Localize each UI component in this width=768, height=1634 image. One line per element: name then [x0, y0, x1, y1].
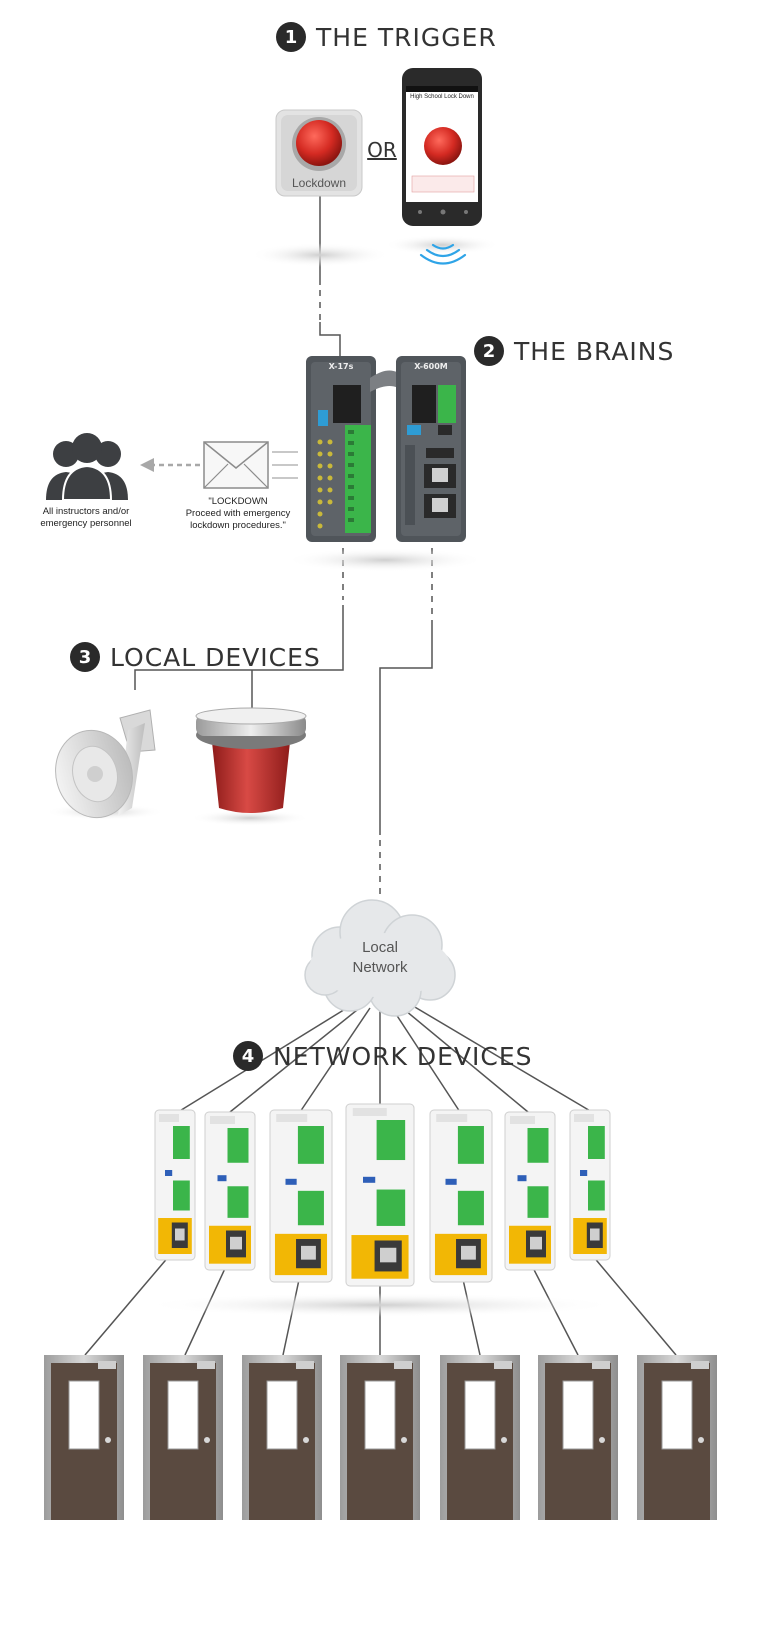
web-relay-icon — [429, 1109, 493, 1283]
relay-to-door-line-1 — [84, 1254, 171, 1356]
step-number-badge: 2 — [474, 336, 504, 366]
door-icon — [637, 1355, 717, 1520]
relay-to-door-line-7 — [591, 1254, 677, 1356]
message-line-2: Proceed with emergency — [185, 508, 291, 519]
cloud-to-relay-line-6 — [399, 1005, 529, 1113]
controller-a-label: X-17s — [328, 362, 354, 371]
door-icon — [340, 1355, 420, 1520]
door-icon — [44, 1355, 124, 1520]
arrow-to-users — [140, 458, 200, 472]
step-title: THE TRIGGER — [316, 22, 497, 52]
trigger-to-brains-line-2 — [319, 322, 341, 360]
or-label: OR — [367, 138, 397, 162]
lockdown-button-label: Lockdown — [291, 176, 347, 190]
step-3-heading: 3 LOCAL DEVICES — [70, 642, 321, 672]
cloud-label-line-1: Local — [362, 939, 398, 956]
door-icon — [143, 1355, 223, 1520]
door-row — [44, 1355, 717, 1520]
step-title: THE BRAINS — [514, 336, 675, 366]
step-number-badge: 4 — [233, 1041, 263, 1071]
step-4-heading: 4 NETWORK DEVICES — [233, 1041, 533, 1071]
cloud-to-relay-line-7 — [407, 1002, 593, 1113]
cloud-to-relay-line-5 — [391, 1007, 461, 1113]
web-relay-icon — [269, 1109, 333, 1283]
web-relay-icon — [569, 1109, 611, 1261]
door-icon — [538, 1355, 618, 1520]
wireless-signal-icon — [419, 243, 467, 265]
step-number-badge: 1 — [276, 22, 306, 52]
smartphone — [384, 68, 500, 255]
door-icon — [242, 1355, 322, 1520]
controller-x17s — [285, 356, 485, 572]
phone-app-title: High School Lock Down — [410, 94, 474, 100]
message-line-1: "LOCKDOWN — [208, 496, 268, 507]
step-number-badge: 3 — [70, 642, 100, 672]
message-line-3: lockdown procedures." — [190, 520, 286, 531]
web-relay-icon — [154, 1109, 196, 1261]
web-relay-icon — [504, 1111, 556, 1271]
step-2-heading: 2 THE BRAINS — [474, 336, 674, 366]
step-title: LOCAL DEVICES — [110, 642, 321, 672]
cloud-label-line-2: Network — [352, 959, 408, 976]
web-relay-row — [140, 1103, 620, 1317]
envelope-icon — [203, 441, 298, 489]
cloud-to-relay-line-3 — [299, 1007, 371, 1113]
step-1-heading: 1 THE TRIGGER — [276, 22, 497, 52]
cloud-icon — [304, 899, 456, 1017]
web-relay-icon — [204, 1111, 256, 1271]
controller-x600m — [396, 356, 466, 542]
cloud-to-relay-line-2 — [229, 1005, 363, 1113]
cloud-to-relay-line-1 — [177, 1002, 356, 1113]
web-relay-icon — [345, 1103, 415, 1287]
strobe-light-icon — [190, 707, 310, 826]
step-title: NETWORK DEVICES — [273, 1041, 533, 1071]
recipients-label: All instructors and/or emergency personn… — [40, 506, 132, 529]
connection-lines — [84, 195, 677, 1356]
speaker-horn-icon — [45, 709, 165, 820]
door-icon — [440, 1355, 520, 1520]
lockdown-button-device — [250, 109, 390, 267]
brains-to-local-line — [134, 605, 344, 690]
relay-shadow — [140, 1293, 620, 1317]
lockdown-message: "LOCKDOWN Proceed with emergency lockdow… — [168, 496, 308, 532]
users-icon — [46, 433, 128, 501]
brains-to-network-line — [379, 620, 433, 835]
cloud-label: Local Network — [330, 938, 430, 978]
controller-b-label: X-600M — [414, 362, 448, 371]
